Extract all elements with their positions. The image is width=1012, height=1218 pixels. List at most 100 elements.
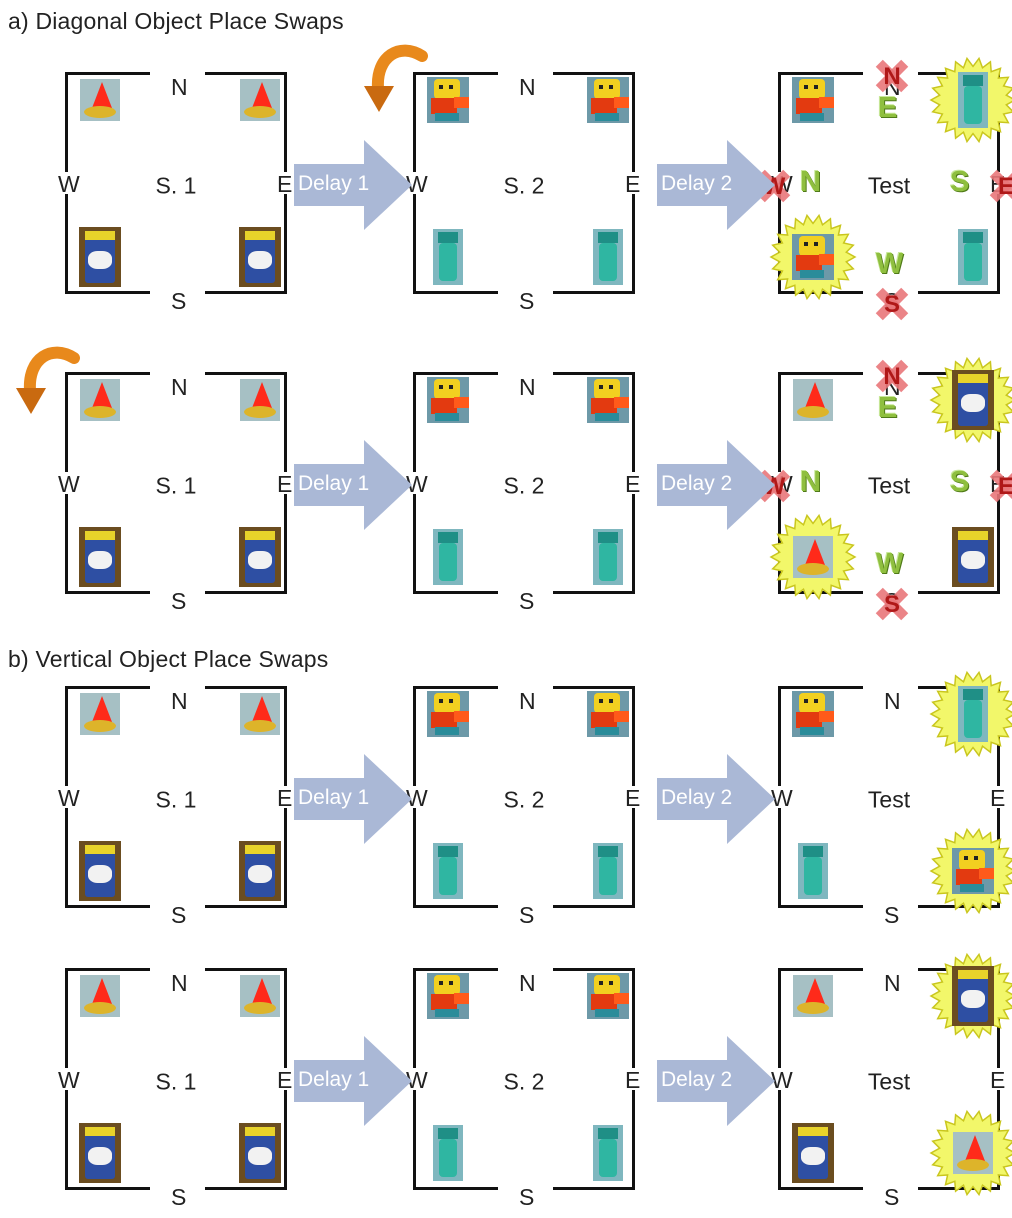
wall bbox=[413, 72, 416, 172]
guess-label-east: S bbox=[950, 466, 970, 498]
bottle-object bbox=[958, 686, 988, 742]
toy-object bbox=[427, 377, 469, 423]
toy-leg bbox=[595, 113, 619, 121]
wall bbox=[65, 291, 150, 294]
panel-center-label: Test bbox=[867, 472, 911, 499]
bottle-body bbox=[439, 543, 457, 581]
bottle-nozzle bbox=[438, 532, 458, 543]
toy-eye bbox=[449, 85, 453, 89]
wall bbox=[65, 968, 150, 971]
toy-eye bbox=[439, 85, 443, 89]
toy-arm bbox=[819, 97, 834, 108]
label-south: S bbox=[519, 288, 535, 314]
label-south: S bbox=[519, 1184, 535, 1210]
bottle-nozzle bbox=[438, 846, 458, 857]
bottle-object bbox=[433, 1125, 463, 1181]
toy-torso bbox=[591, 98, 617, 114]
label-north: N bbox=[171, 74, 188, 100]
arrow-shaft bbox=[294, 778, 366, 820]
wall bbox=[632, 686, 635, 786]
can-logo bbox=[961, 990, 985, 1008]
crossed-letter: S bbox=[883, 591, 900, 618]
can-object bbox=[952, 966, 994, 1026]
wall bbox=[65, 1090, 68, 1190]
guess-label-south: W bbox=[876, 548, 904, 580]
arrow-label: Delay 2 bbox=[661, 172, 733, 195]
cone-object bbox=[793, 975, 833, 1017]
toy-eye bbox=[599, 699, 603, 703]
toy-head bbox=[799, 79, 825, 99]
wall bbox=[65, 1187, 150, 1190]
toy-eye bbox=[449, 981, 453, 985]
crossed-out-n-label: N bbox=[872, 356, 912, 396]
wall bbox=[65, 72, 68, 172]
wall bbox=[65, 905, 150, 908]
arrow-shaft bbox=[657, 778, 729, 820]
wall bbox=[778, 686, 781, 786]
label-west: W bbox=[58, 1067, 80, 1093]
label-north: N bbox=[519, 688, 536, 714]
toy-leg bbox=[595, 1009, 619, 1017]
wall bbox=[65, 72, 150, 75]
toy-head bbox=[434, 379, 460, 399]
cone-tip bbox=[805, 382, 825, 408]
can-lid bbox=[245, 1127, 275, 1136]
delay-1-arrow: Delay 1 bbox=[294, 1036, 414, 1126]
crossed-letter: N bbox=[883, 363, 901, 390]
toy-torso bbox=[431, 994, 457, 1010]
delay-2-arrow: Delay 2 bbox=[657, 140, 777, 230]
bottle-body bbox=[599, 857, 617, 895]
toy-leg bbox=[435, 113, 459, 121]
bottle-object bbox=[958, 72, 988, 128]
guess-label-west: N bbox=[800, 466, 821, 498]
cone-object bbox=[793, 536, 833, 578]
toy-eye bbox=[439, 699, 443, 703]
label-south: S bbox=[884, 902, 900, 928]
wall bbox=[205, 686, 287, 689]
cone-base bbox=[797, 563, 829, 575]
label-east: E bbox=[277, 1067, 293, 1093]
toy-object bbox=[792, 77, 834, 123]
label-east: E bbox=[625, 1067, 641, 1093]
toy-leg bbox=[800, 113, 824, 121]
arrow-label: Delay 1 bbox=[298, 472, 370, 495]
wall bbox=[284, 72, 287, 172]
can-lid bbox=[245, 531, 275, 540]
curved-arrow-head bbox=[16, 388, 46, 414]
cone-base bbox=[244, 106, 276, 118]
toy-leg bbox=[435, 727, 459, 735]
bottle-body bbox=[964, 243, 982, 281]
arrow-head bbox=[364, 754, 412, 844]
arrow-label: Delay 2 bbox=[661, 1068, 733, 1091]
bottle-body bbox=[804, 857, 822, 895]
label-north: N bbox=[884, 970, 901, 996]
wall bbox=[65, 494, 68, 594]
can-object bbox=[79, 1123, 121, 1183]
arrow-head bbox=[364, 1036, 412, 1126]
bottle-nozzle bbox=[963, 232, 983, 243]
can-lid bbox=[798, 1127, 828, 1136]
toy-arm bbox=[819, 711, 834, 722]
delay-1-arrow: Delay 1 bbox=[294, 754, 414, 844]
toy-torso bbox=[591, 712, 617, 728]
wall bbox=[632, 808, 635, 908]
bottle-nozzle bbox=[963, 75, 983, 86]
can-object bbox=[239, 841, 281, 901]
wall bbox=[413, 372, 498, 375]
cone-tip bbox=[92, 696, 112, 722]
label-west: W bbox=[771, 1067, 793, 1093]
wall bbox=[778, 968, 863, 971]
wall bbox=[413, 591, 498, 594]
bottle-body bbox=[439, 857, 457, 895]
toy-head bbox=[799, 236, 825, 256]
guess-label-north: E bbox=[878, 392, 898, 424]
crossed-out-e-label: E bbox=[986, 166, 1012, 206]
panel-center-label: S. 2 bbox=[503, 172, 545, 199]
bottle-nozzle bbox=[438, 1128, 458, 1139]
toy-object bbox=[427, 691, 469, 737]
toy-object bbox=[952, 848, 994, 894]
label-east: E bbox=[625, 171, 641, 197]
cone-tip bbox=[252, 82, 272, 108]
